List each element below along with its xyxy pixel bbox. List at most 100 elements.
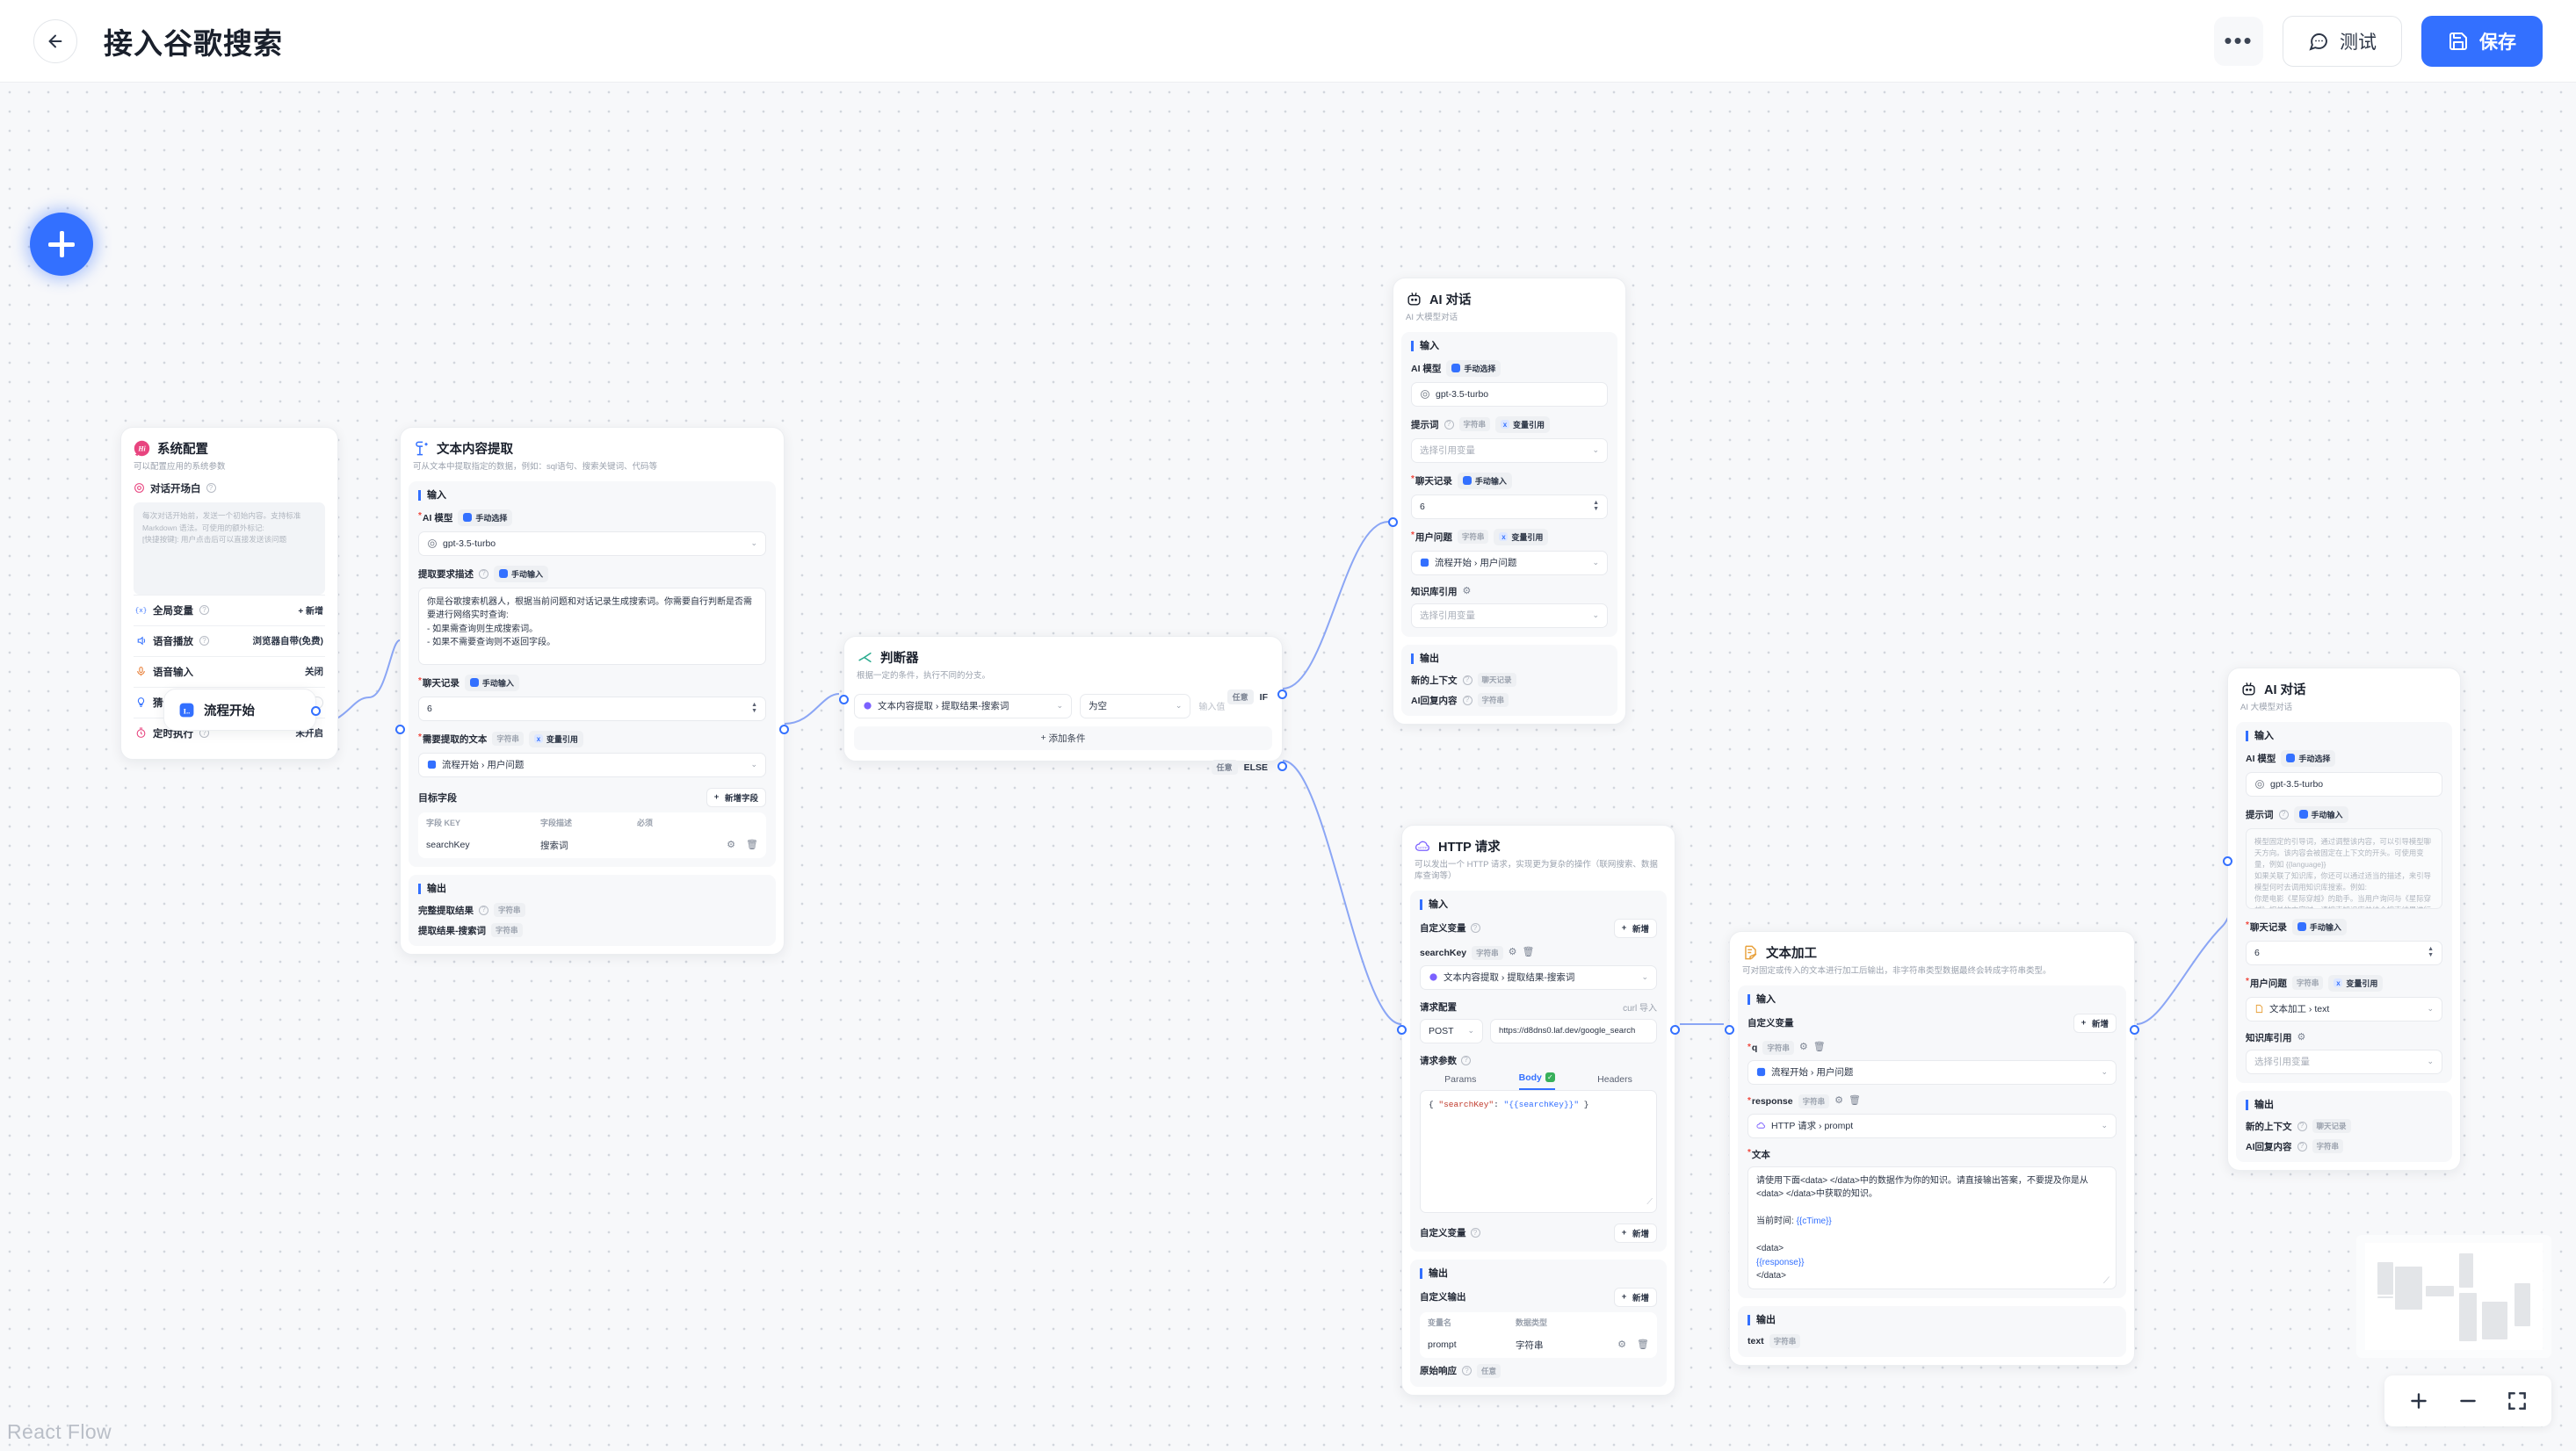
delete-icon[interactable]: 🗑 xyxy=(1637,1339,1649,1350)
help-icon[interactable]: ? xyxy=(1461,1055,1471,1065)
fit-view-button[interactable] xyxy=(2506,1390,2529,1412)
minimap[interactable] xyxy=(2356,1235,2551,1358)
extract-req-textarea[interactable]: 你是谷歌搜索机器人，根据当前问题和对话记录生成搜索词。你需要自行判断是否需要进行… xyxy=(418,587,766,665)
add-var-button[interactable]: + 新增 xyxy=(2073,1013,2117,1033)
manual-input-chip[interactable]: 手动输入 xyxy=(2291,918,2347,935)
chatlog-stepper[interactable]: 6 ▲▼ xyxy=(418,696,766,721)
stepper-arrows[interactable]: ▲▼ xyxy=(751,702,757,714)
add-var-bottom-button[interactable]: + 新增 xyxy=(1613,1223,1657,1243)
manual-input-chip[interactable]: 手动输入 xyxy=(2293,805,2348,823)
var-value-select[interactable]: 文本内容提取 › 提取结果-搜索词 ⌄ xyxy=(1420,964,1657,990)
curl-import-button[interactable]: curl 导入 xyxy=(1623,1003,1657,1014)
node-http-request[interactable]: HTTP HTTP 请求 可以发出一个 HTTP 请求，实现更为复杂的操作（联网… xyxy=(1397,825,1680,1396)
sc-row-voice-play[interactable]: 语音播放 ? 浏览器自带(免费) xyxy=(134,624,325,656)
help-icon[interactable]: ? xyxy=(199,636,209,646)
port-target[interactable] xyxy=(1397,1025,1407,1035)
help-icon[interactable]: ? xyxy=(1444,419,1454,430)
condition-variable-select[interactable]: 文本内容提取 › 提取结果-搜索词 ⌄ xyxy=(854,693,1072,718)
method-select[interactable]: POST ⌄ xyxy=(1420,1018,1483,1043)
ai-model-select[interactable]: gpt-3.5-turbo ⌄ xyxy=(418,531,766,556)
node-text-extract[interactable]: 文本内容提取 可从文本中提取指定的数据，例如：sql语句、搜索关键词、代码等 输… xyxy=(395,427,789,955)
manual-input-chip[interactable]: 手动输入 xyxy=(1457,472,1512,489)
manual-select-chip[interactable]: 手动选择 xyxy=(458,509,513,526)
add-condition-button[interactable]: + 添加条件 xyxy=(854,726,1272,750)
manual-select-chip[interactable]: 手动选择 xyxy=(1446,359,1501,377)
delete-icon[interactable]: 🗑 xyxy=(1522,947,1535,958)
prompt-select[interactable]: 选择引用变量 ⌄ xyxy=(1411,437,1608,463)
help-icon[interactable]: ? xyxy=(1462,675,1473,685)
global-var-add[interactable]: + 新增 xyxy=(298,607,323,617)
help-icon[interactable]: ? xyxy=(479,568,488,579)
add-var-button[interactable]: + 新增 xyxy=(1613,918,1657,938)
var-value-select[interactable]: 流程开始 › 用户问题 ⌄ xyxy=(1747,1059,2117,1085)
port-target[interactable] xyxy=(395,725,405,734)
help-icon[interactable]: ? xyxy=(1470,923,1480,934)
help-icon[interactable]: ? xyxy=(479,905,488,915)
settings-icon[interactable]: ⚙ xyxy=(1462,585,1472,596)
stepper-arrows[interactable]: ▲▼ xyxy=(2428,946,2434,958)
manual-input-chip[interactable]: 手动输入 xyxy=(494,565,549,582)
help-icon[interactable]: ? xyxy=(2297,1141,2307,1151)
help-icon[interactable]: ? xyxy=(2297,1121,2307,1131)
settings-icon[interactable]: ⚙ xyxy=(1617,1339,1627,1350)
question-select[interactable]: 文本加工 › text ⌄ xyxy=(2246,996,2442,1021)
stepper-arrows[interactable]: ▲▼ xyxy=(1593,500,1599,512)
condition-operator-select[interactable]: 为空 ⌄ xyxy=(1080,693,1191,718)
tab-body[interactable]: Body✓ xyxy=(1518,1072,1555,1090)
settings-icon[interactable]: ⚙ xyxy=(1798,1042,1808,1053)
ai-model-select[interactable]: gpt-3.5-turbo xyxy=(1411,381,1608,407)
chatlog-stepper[interactable]: 6 ▲▼ xyxy=(2246,940,2442,965)
node-flow-start[interactable]: I.. 流程开始 xyxy=(163,689,321,731)
minimap-viewport[interactable] xyxy=(2365,1243,2543,1350)
port-source[interactable] xyxy=(311,706,321,716)
url-input[interactable]: https://d8dns0.laf.dev/google_search xyxy=(1490,1018,1657,1043)
port-source[interactable] xyxy=(1670,1025,1680,1035)
add-output-button[interactable]: + 新增 xyxy=(1613,1287,1657,1307)
tab-params[interactable]: Params xyxy=(1444,1073,1477,1085)
node-system-config[interactable]: Hi 系统配置 可以配置应用的系统参数 对话开场白 ? 每次对话开始前，发送一个… xyxy=(120,427,338,760)
port-target[interactable] xyxy=(839,695,849,704)
port-source-if[interactable] xyxy=(1277,689,1287,699)
settings-icon[interactable]: ⚙ xyxy=(1508,947,1517,958)
delete-icon[interactable]: 🗑 xyxy=(746,839,758,850)
chatlog-stepper[interactable]: 6 ▲▼ xyxy=(1411,494,1608,519)
prompt-textarea[interactable]: 模型固定的引导词，通过调整该内容，可以引导模型聊天方向。该内容会被固定在上下文的… xyxy=(2246,827,2442,909)
flow-canvas[interactable]: React Flow Hi xyxy=(0,83,2576,1451)
help-icon[interactable]: ? xyxy=(206,483,216,494)
node-ai-chat-top[interactable]: AI 对话 AI 大模型对话 输入 AI 模型 手动选择 gpt-3.5-tur… xyxy=(1388,278,1626,725)
port-source[interactable] xyxy=(2130,1025,2139,1035)
manual-input-chip[interactable]: 手动输入 xyxy=(464,674,519,691)
help-icon[interactable]: ? xyxy=(199,605,209,616)
port-source-else[interactable] xyxy=(1277,762,1287,771)
test-button[interactable]: 测试 xyxy=(2283,15,2402,67)
delete-icon[interactable]: 🗑 xyxy=(1813,1042,1826,1053)
help-icon[interactable]: ? xyxy=(2278,809,2289,819)
more-options-button[interactable]: ••• xyxy=(2214,16,2263,66)
zoom-in-button[interactable] xyxy=(2407,1390,2430,1412)
manual-select-chip[interactable]: 手动选择 xyxy=(2281,749,2336,767)
node-ai-chat-right[interactable]: AI 对话 AI 大模型对话 输入 AI 模型 手动选择 gpt-3.5-tur… xyxy=(2223,668,2461,1171)
kb-select[interactable]: 选择引用变量 ⌄ xyxy=(2246,1049,2442,1074)
zoom-out-button[interactable] xyxy=(2457,1390,2479,1412)
text-template-textarea[interactable]: 请使用下面<data> </data>中的数据作为你的知识。请直接输出答案，不要… xyxy=(1747,1166,2117,1289)
question-select[interactable]: 流程开始 › 用户问题 ⌄ xyxy=(1411,550,1608,575)
node-text-process[interactable]: 文本加工 可对固定或传入的文本进行加工后输出，非字符串类型数据最终会转成字符串类… xyxy=(1725,931,2139,1366)
var-value-select[interactable]: HTTP 请求 › prompt ⌄ xyxy=(1747,1113,2117,1138)
sc-row-global-var[interactable]: {x} 全局变量 ? + 新增 xyxy=(134,594,325,625)
back-button[interactable] xyxy=(33,18,77,63)
settings-icon[interactable]: ⚙ xyxy=(1834,1095,1843,1107)
var-ref-chip[interactable]: x 变量引用 xyxy=(528,730,583,747)
settings-icon[interactable]: ⚙ xyxy=(2297,1031,2306,1043)
resize-grip[interactable]: ⟋ xyxy=(2103,1275,2109,1286)
port-target[interactable] xyxy=(1388,517,1398,527)
table-row[interactable]: searchKey 搜索词 ⚙ 🗑 xyxy=(418,833,766,858)
port-source[interactable] xyxy=(779,725,789,734)
add-node-button[interactable] xyxy=(30,213,93,276)
port-target[interactable] xyxy=(1725,1025,1734,1035)
settings-icon[interactable]: ⚙ xyxy=(727,839,736,850)
table-row[interactable]: prompt 字符串 ⚙ 🗑 xyxy=(1420,1332,1657,1358)
kb-select[interactable]: 选择引用变量 ⌄ xyxy=(1411,603,1608,628)
source-text-select[interactable]: 流程开始 › 用户问题 ⌄ xyxy=(418,752,766,777)
